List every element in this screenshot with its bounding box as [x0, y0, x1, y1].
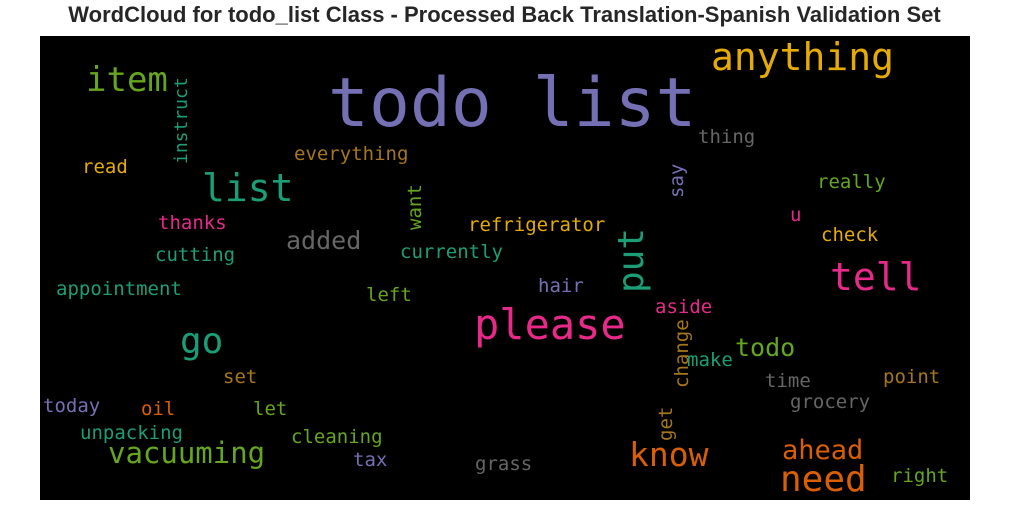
- word-instruct: instruct: [171, 77, 192, 164]
- word-thing: thing: [698, 126, 756, 148]
- word-tax: tax: [353, 449, 388, 471]
- word-check: check: [821, 224, 879, 246]
- word-oil: oil: [141, 398, 176, 420]
- word-thanks: thanks: [158, 212, 227, 234]
- word-please: please: [474, 300, 626, 349]
- word-ahead: ahead: [782, 435, 864, 466]
- word-go: go: [180, 321, 224, 362]
- word-added: added: [286, 226, 362, 255]
- word-refrigerator: refrigerator: [468, 214, 606, 236]
- word-item: item: [86, 60, 168, 100]
- word-cleaning: cleaning: [291, 426, 383, 448]
- word-cloud-canvas: todo list anything item instruct thing r…: [40, 36, 970, 500]
- word-list: list: [202, 166, 294, 210]
- word-right: right: [891, 465, 949, 487]
- word-today: today: [43, 395, 101, 417]
- word-really: really: [817, 171, 886, 193]
- word-left: left: [366, 284, 412, 306]
- word-time: time: [765, 370, 811, 392]
- word-unpacking: unpacking: [80, 422, 183, 444]
- word-everything: everything: [294, 143, 409, 165]
- word-know: know: [629, 435, 709, 474]
- word-vacuuming: vacuuming: [108, 436, 266, 470]
- word-tell: tell: [830, 255, 922, 299]
- word-aside: aside: [655, 296, 713, 318]
- word-u: u: [790, 204, 802, 226]
- word-anything: anything: [711, 36, 895, 79]
- word-hair: hair: [538, 275, 584, 297]
- word-grass: grass: [475, 453, 533, 475]
- word-want: want: [404, 184, 426, 230]
- word-make: make: [687, 349, 733, 371]
- word-todo-list: todo list: [328, 64, 697, 143]
- word-point: point: [883, 366, 941, 388]
- chart-title: WordCloud for todo_list Class - Processe…: [68, 2, 941, 27]
- word-let: let: [253, 398, 288, 420]
- word-currently: currently: [400, 241, 503, 263]
- word-set: set: [223, 366, 258, 388]
- word-need: need: [780, 459, 867, 500]
- word-read: read: [82, 156, 128, 178]
- word-todo: todo: [735, 333, 796, 362]
- word-cutting: cutting: [155, 244, 236, 266]
- word-put: put: [611, 227, 652, 293]
- word-say: say: [666, 163, 688, 198]
- word-appointment: appointment: [56, 278, 182, 300]
- word-grocery: grocery: [790, 391, 871, 413]
